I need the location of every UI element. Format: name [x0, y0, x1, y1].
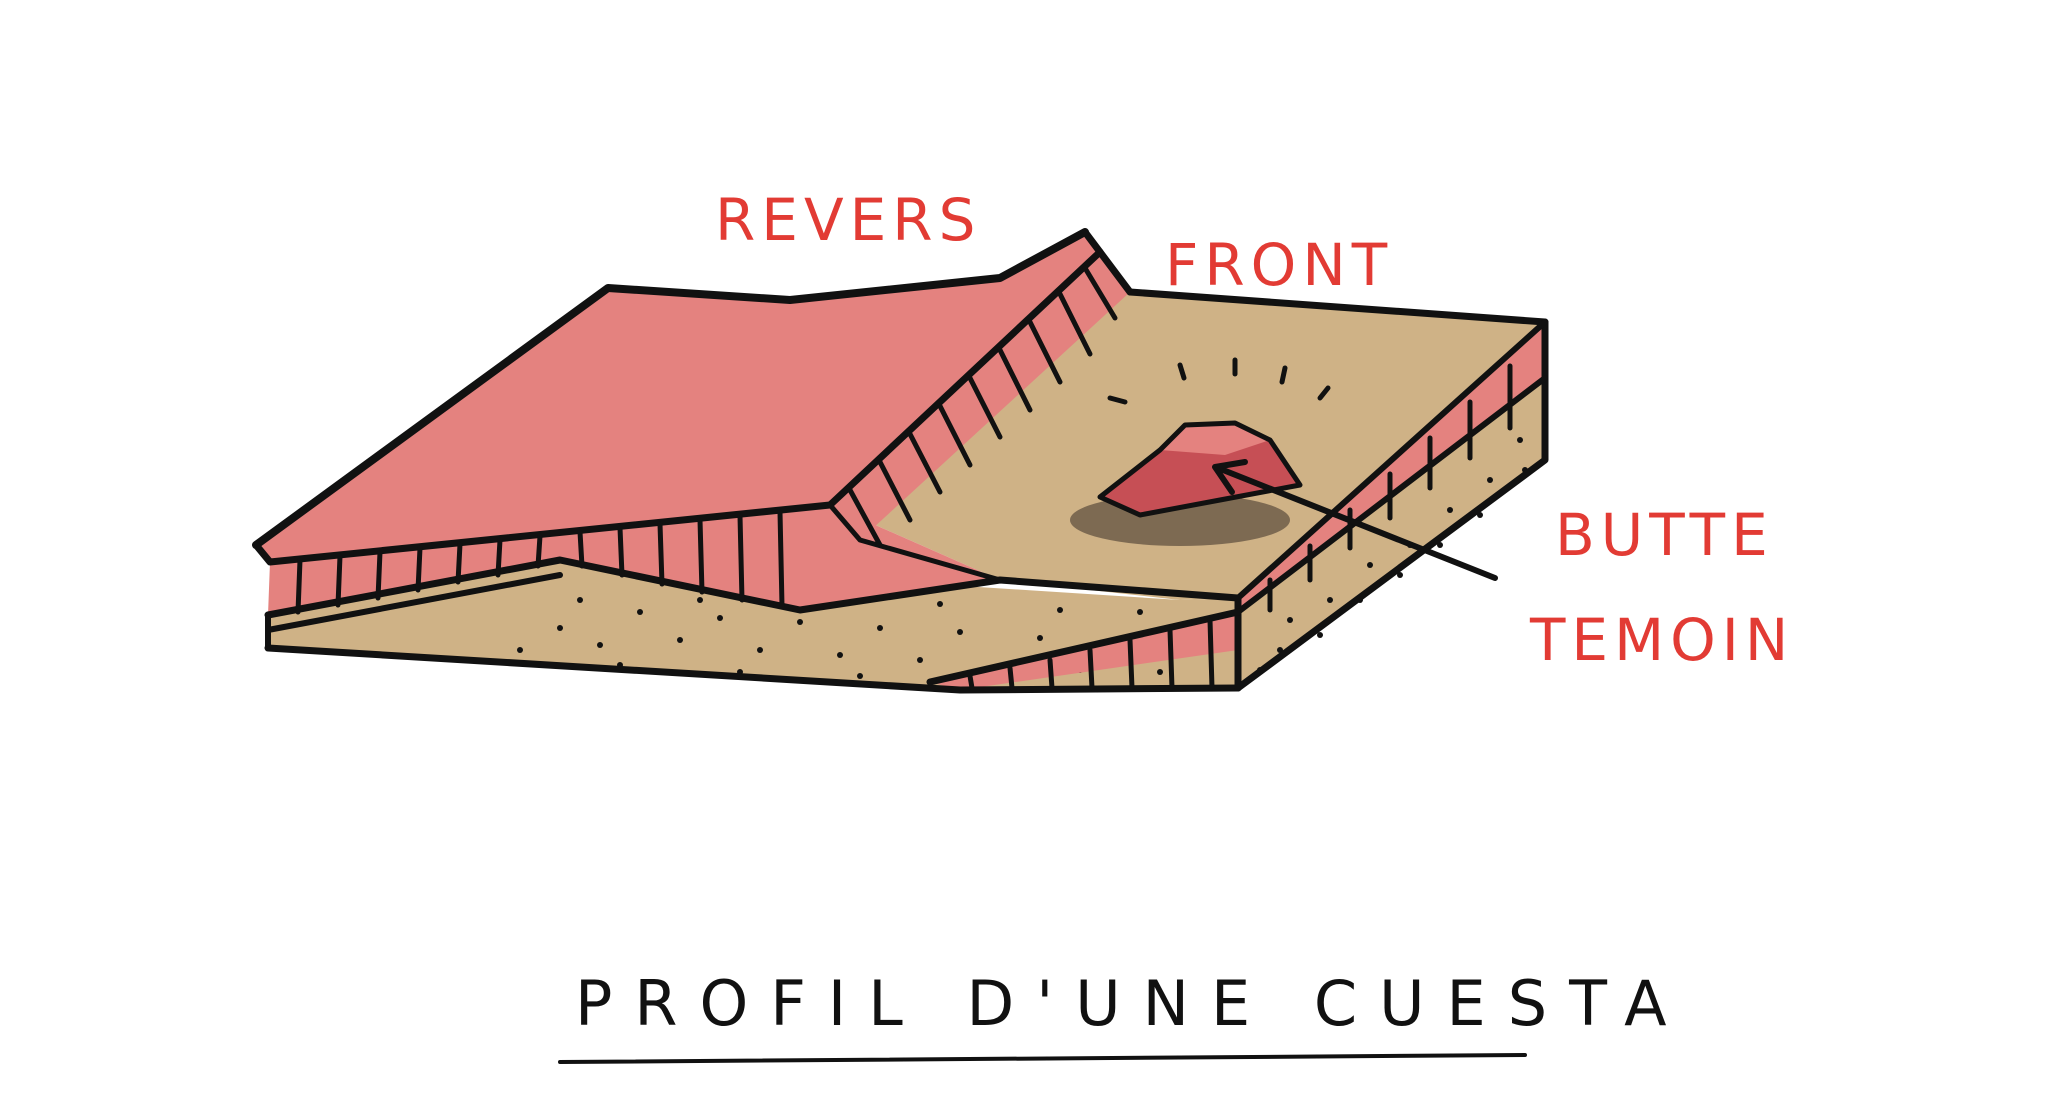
butte-emphasis-ticks [1107, 357, 1331, 405]
label-temoin: TEMOIN [1529, 606, 1794, 674]
caption-underline [558, 1053, 1527, 1064]
diagram-caption: PROFIL D'UNE CUESTA [575, 967, 1689, 1040]
label-revers: REVERS [715, 186, 981, 254]
label-butte: BUTTE [1555, 501, 1774, 569]
sand-speckles [517, 437, 1528, 679]
revers-surface [256, 232, 1130, 562]
butte-pointer-arrow [1212, 459, 1498, 581]
hard-layer-front-face [268, 505, 1000, 615]
butte-outline [1097, 420, 1303, 518]
butte-temoin [1070, 420, 1303, 546]
soft-layer-front-face [268, 560, 1238, 690]
label-front: FRONT [1165, 231, 1393, 299]
hard-layer-hatching [295, 265, 1513, 691]
butte-top [1160, 423, 1270, 455]
diagram-outlines [252, 228, 1549, 694]
